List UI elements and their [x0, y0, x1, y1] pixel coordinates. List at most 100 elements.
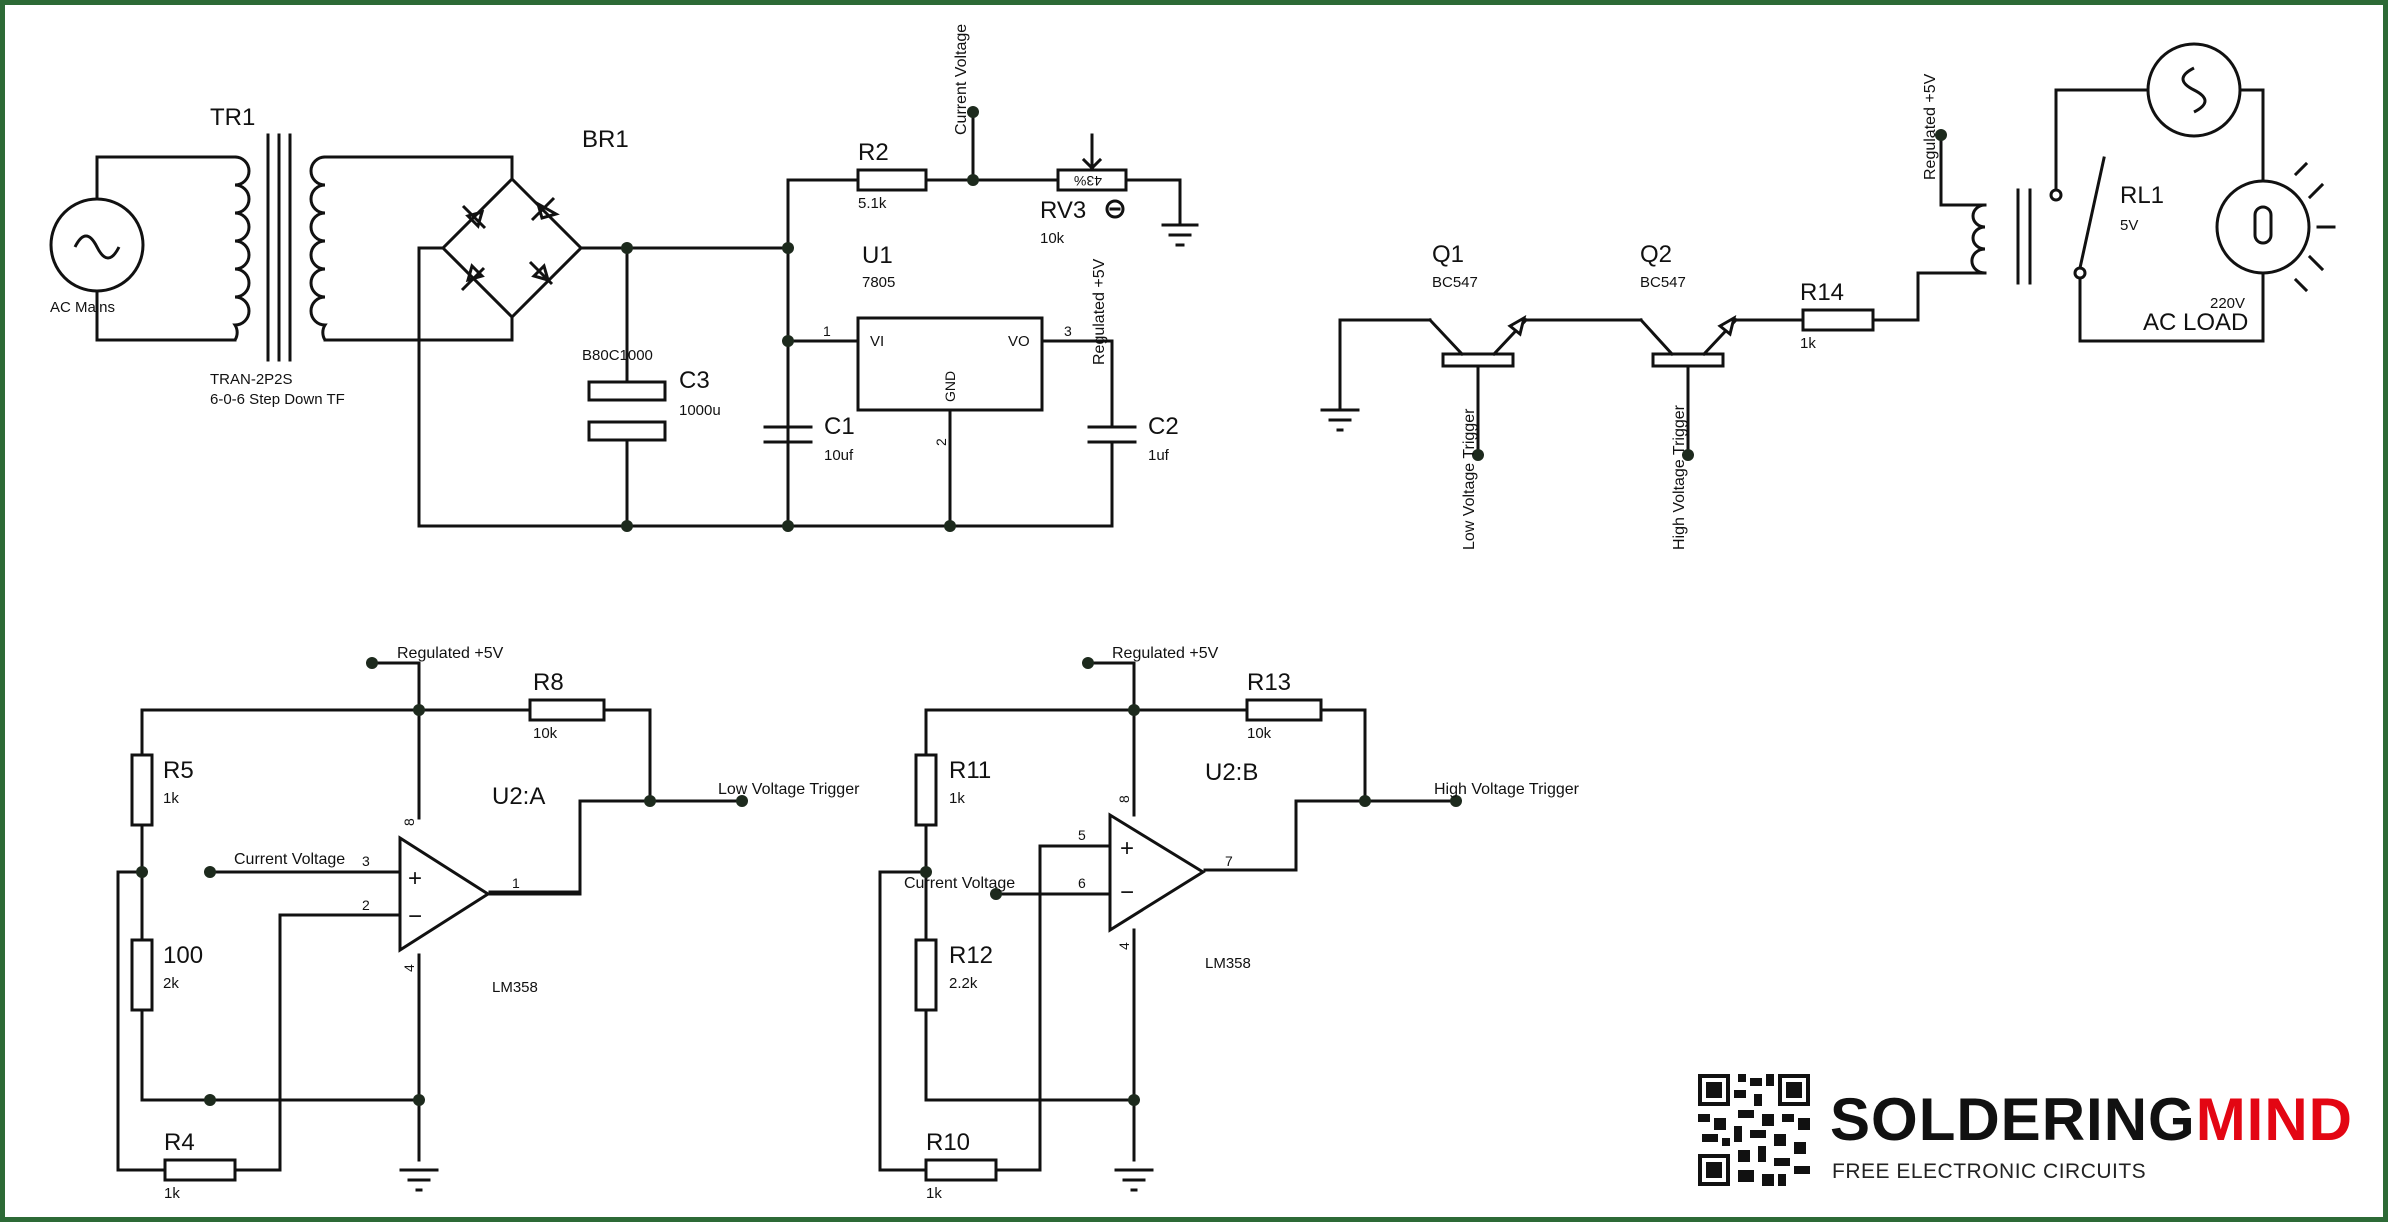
br1-value: B80C1000 [582, 347, 653, 364]
resistor-r5 [130, 753, 154, 827]
u2a-pin8: 8 [401, 818, 417, 826]
resistor-r8 [528, 698, 606, 722]
tr1-ref: TR1 [210, 104, 255, 131]
q2-high-trigger: High Voltage Trigger [1671, 404, 1688, 550]
junction-dot [920, 866, 932, 878]
lamp-value: 220V [2210, 295, 2245, 312]
junction-dot [413, 1094, 425, 1106]
brand-part-mind: MIND [2195, 1086, 2354, 1153]
q1-ref: Q1 [1432, 241, 1464, 268]
brand-logo-text: SOLDERINGMIND [1830, 1090, 2353, 1150]
qr-code-logo [1698, 1074, 1810, 1186]
q1-value: BC547 [1432, 274, 1478, 291]
u1-pin3: 3 [1064, 323, 1072, 339]
c1-ref: C1 [824, 413, 855, 440]
capacitor-c3 [587, 246, 667, 528]
u2b-high-trigger: High Voltage Trigger [1434, 781, 1580, 798]
comparator-u2a-section [116, 661, 744, 1172]
junction-dot [1128, 704, 1140, 716]
u2a-plus: + [408, 865, 422, 892]
ground-symbol-rv3 [1161, 223, 1199, 247]
u2a-current-voltage: Current Voltage [234, 851, 345, 868]
c3-value: 1000u [679, 402, 721, 419]
transistor-q1 [1427, 314, 1529, 461]
capacitor-c2 [1087, 339, 1137, 528]
brand-subtitle: FREE ELECTRONIC CIRCUITS [1832, 1160, 2147, 1183]
junction-dot [644, 795, 656, 807]
resistor-r12 [914, 938, 938, 1012]
bridge-rectifier-br1 [417, 155, 790, 528]
rv3-value: 10k [1040, 230, 1065, 247]
u2a-regulated-label: Regulated +5V [397, 645, 504, 662]
r4-value: 1k [164, 1185, 180, 1202]
current-voltage-label: Current Voltage [953, 24, 970, 135]
u1-value: 7805 [862, 274, 895, 291]
junction-dot [782, 335, 794, 347]
junction-dot [204, 1094, 216, 1106]
r8-value: 10k [533, 725, 558, 742]
transformer-tr1 [232, 133, 514, 362]
transistor-q2 [1638, 314, 1739, 461]
resistor-r13 [1245, 698, 1323, 722]
c1-value: 10uf [824, 447, 854, 464]
u2a-pin2: 2 [362, 897, 370, 913]
resistor-r11 [914, 753, 938, 827]
u2b-value: LM358 [1205, 955, 1251, 972]
ground-symbol-u2a [399, 1168, 439, 1192]
resistor-r4 [163, 1158, 237, 1182]
r12-value: 2.2k [949, 975, 978, 992]
net-terminal [990, 888, 1002, 900]
capacitor-c1 [763, 425, 813, 444]
r2-value: 5.1k [858, 195, 887, 212]
u2a-value: LM358 [492, 979, 538, 996]
opamp-u2a [398, 835, 582, 953]
tr1-part: TRAN-2P2S [210, 371, 293, 388]
r2-ref: R2 [858, 139, 889, 166]
resistor-100 [130, 938, 154, 1012]
u1-vi-pin: VI [870, 333, 884, 350]
u2a-ref: U2:A [492, 783, 545, 810]
net-terminal [204, 866, 216, 878]
net-terminal [1082, 657, 1094, 669]
u2a-low-trigger: Low Voltage Trigger [718, 781, 860, 798]
u2a-minus: − [408, 903, 422, 930]
u1-regulated-label: Regulated +5V [1091, 258, 1108, 365]
junction-dot [413, 704, 425, 716]
rl1-value: 5V [2120, 217, 2138, 234]
ac-mains-source [49, 155, 237, 342]
r13-value: 10k [1247, 725, 1272, 742]
c2-ref: C2 [1148, 413, 1179, 440]
rl1-ref: RL1 [2120, 182, 2164, 209]
u2b-current-voltage: Current Voltage [904, 875, 1015, 892]
junction-dot [782, 242, 794, 254]
junction-dot [621, 520, 633, 532]
c3-ref: C3 [679, 367, 710, 394]
q1-low-trigger: Low Voltage Trigger [1461, 408, 1478, 550]
r13-ref: R13 [1247, 669, 1291, 696]
u2b-pin7: 7 [1225, 853, 1233, 869]
r5-value: 1k [163, 790, 179, 807]
brand-part-soldering: SOLDERING [1830, 1086, 2196, 1153]
u1-pin2: 2 [933, 438, 949, 446]
comparator-u2b-section [878, 661, 1458, 1172]
u2b-minus: − [1120, 879, 1134, 906]
u2b-pin8: 8 [1116, 795, 1132, 803]
ac-mains-label: AC Mains [50, 299, 115, 316]
u2b-pin5: 5 [1078, 827, 1086, 843]
u1-vo-pin: VO [1008, 333, 1030, 350]
r11-value: 1k [949, 790, 965, 807]
net-terminal [967, 106, 979, 118]
ac-source-load [2146, 42, 2265, 183]
junction-dot [782, 520, 794, 532]
opamp-u2b [1108, 812, 1206, 933]
r5-ref: R5 [163, 757, 194, 784]
net-terminal [1935, 129, 1947, 141]
u2b-regulated-label: Regulated +5V [1112, 645, 1219, 662]
u2a-pin3: 3 [362, 853, 370, 869]
br1-ref: BR1 [582, 126, 629, 153]
junction-dot [1128, 1094, 1140, 1106]
junction-dot [1359, 795, 1371, 807]
r11-ref: R11 [949, 757, 991, 784]
junction-dot [136, 866, 148, 878]
